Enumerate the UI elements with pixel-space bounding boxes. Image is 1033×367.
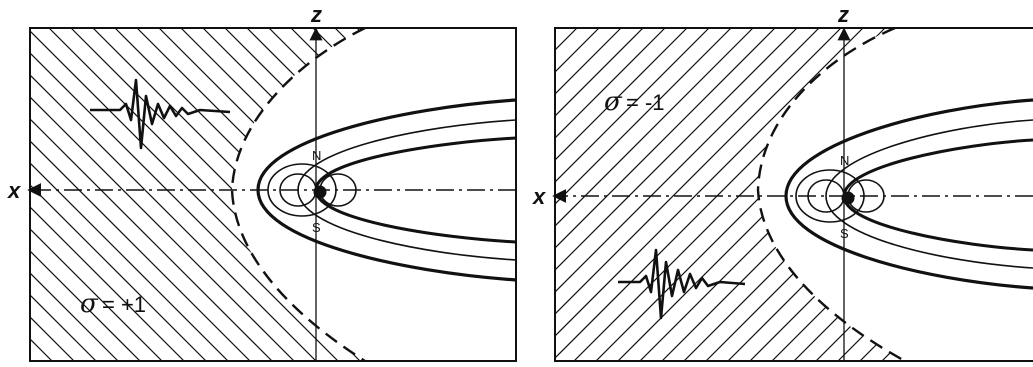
left-panel: z x N S σ = +1 (7, 2, 517, 363)
seismogram-trace (90, 78, 231, 150)
hatched-region-right (555, 28, 1033, 361)
right-panel: z x N S σ = -1 (532, 2, 1033, 363)
magnetosphere-cavity (758, 28, 1033, 361)
sigma-symbol: σ (80, 289, 99, 319)
sigma-symbol: σ (604, 87, 623, 117)
pole-south-label: S (840, 226, 849, 241)
field-lines-left (256, 98, 517, 282)
axis-z-label: z (837, 2, 849, 27)
dashed-magnetopause (230, 26, 366, 363)
magnetosphere-cavity (232, 28, 516, 361)
sigma-value: = -1 (626, 90, 665, 115)
field-lines-right (784, 98, 1033, 290)
dashed-magnetopause (756, 26, 906, 363)
seismogram-trace (618, 248, 746, 320)
axis-z-label: z (310, 2, 322, 27)
hatched-region-left (30, 28, 516, 361)
axis-x-label: x (532, 184, 546, 209)
pole-north-label: N (312, 148, 321, 163)
axis-x-label: x (7, 178, 21, 203)
pole-south-label: S (312, 220, 321, 235)
pole-north-label: N (840, 153, 849, 168)
sigma-value: = +1 (102, 292, 146, 317)
